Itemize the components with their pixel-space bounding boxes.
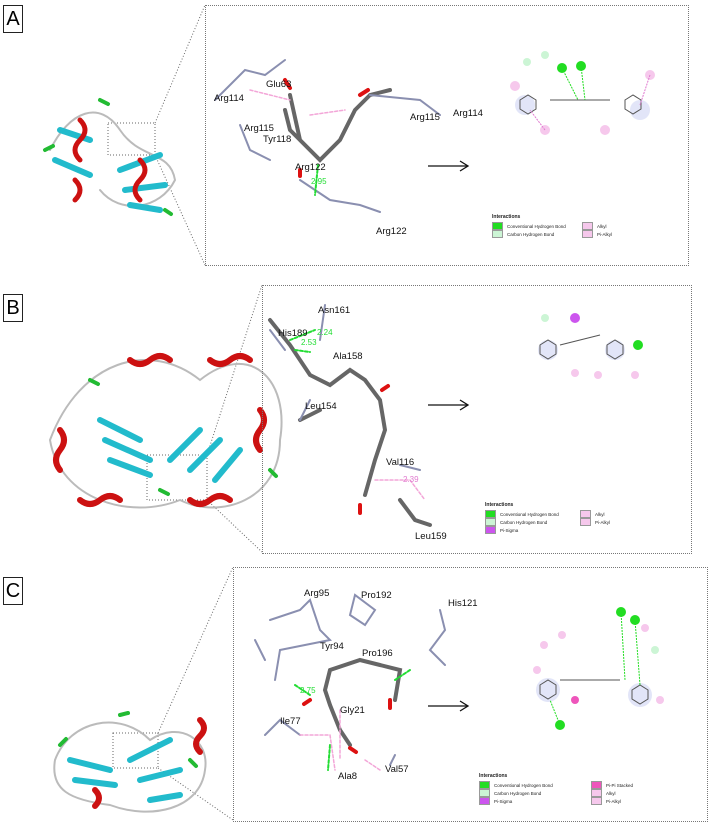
- legend-item: Alkyl: [591, 789, 671, 797]
- residue-label: His121: [448, 598, 478, 609]
- ligand-3d-b: [268, 304, 432, 527]
- residue-label: Arg122: [295, 162, 326, 173]
- residue-label: Glu63: [266, 79, 292, 90]
- residue-label: His189: [278, 328, 308, 339]
- residue-label: Arg114: [214, 93, 244, 104]
- residue-label: Tyr118: [263, 134, 292, 145]
- residue-label: Ala158: [333, 351, 363, 362]
- residue-label: Arg115: [244, 123, 274, 134]
- residue-label: Tyr94: [320, 641, 344, 652]
- protein-structure-c: [53, 711, 207, 813]
- residue-label: Arg95: [304, 588, 330, 599]
- residue-label: Asn161: [318, 305, 351, 316]
- panel-label-b: B: [3, 294, 23, 322]
- arrows: [428, 160, 470, 712]
- distance-label: 2.39: [403, 475, 419, 484]
- legend-item: Conventional Hydrogen Bond: [479, 781, 591, 789]
- zoom-box-b: [262, 285, 692, 554]
- residue-label: Arg115: [410, 112, 440, 123]
- legend-item: Pi-Sigma: [485, 526, 580, 534]
- distance-label: 2.75: [300, 686, 316, 695]
- residue-label: Arg122: [376, 226, 407, 237]
- legend-c: Interactions Conventional Hydrogen Bond …: [479, 773, 679, 805]
- legend-item: Carbon Hydrogen Bond: [479, 789, 591, 797]
- legend-item: Pi-Alkyl: [582, 230, 642, 238]
- residue-label: Arg114: [453, 108, 483, 119]
- legend-item: Pi-Alkyl: [591, 797, 671, 805]
- zoom-box-a: [205, 5, 689, 266]
- interaction-2d-b: [538, 313, 643, 379]
- residue-label: Gly21: [340, 705, 365, 716]
- residue-label: Ile77: [280, 716, 301, 727]
- protein-structure-b: [49, 353, 283, 509]
- legend-a: Interactions Conventional Hydrogen Bond …: [492, 214, 642, 238]
- residue-label: Pro192: [361, 590, 392, 601]
- protein-structure-a: [43, 98, 177, 216]
- legend-title: Interactions: [492, 214, 521, 220]
- residue-label: Val57: [385, 764, 409, 775]
- legend-item: Pi-Pi Stacked: [591, 781, 671, 789]
- residue-label: Pro196: [362, 648, 393, 659]
- legend-item: Pi-Sigma: [479, 797, 591, 805]
- legend-b: Interactions Conventional Hydrogen Bond …: [485, 502, 645, 534]
- legend-item: Pi-Alkyl: [580, 518, 640, 526]
- distance-label: 2.53: [301, 338, 317, 347]
- residue-label: Ala8: [338, 771, 358, 782]
- legend-item: Alkyl: [580, 510, 640, 518]
- panel-label-c: C: [3, 577, 23, 605]
- interaction-2d-c: [533, 607, 664, 730]
- legend-item: Conventional Hydrogen Bond: [485, 510, 580, 518]
- distance-label: 2.24: [317, 328, 333, 337]
- distance-label: 2.95: [311, 177, 327, 186]
- panel-label-a: A: [3, 5, 23, 33]
- legend-item: Carbon Hydrogen Bond: [492, 230, 582, 238]
- legend-item: Alkyl: [582, 222, 642, 230]
- ligand-3d-c: [254, 593, 447, 771]
- ligand-3d-a: [214, 59, 441, 213]
- residue-label: Leu159: [415, 531, 447, 542]
- residue-label: Leu154: [305, 401, 337, 412]
- residue-label: Val116: [386, 457, 415, 468]
- legend-item: Conventional Hydrogen Bond: [492, 222, 582, 230]
- legend-item: Carbon Hydrogen Bond: [485, 518, 580, 526]
- interaction-2d-a: [510, 51, 655, 135]
